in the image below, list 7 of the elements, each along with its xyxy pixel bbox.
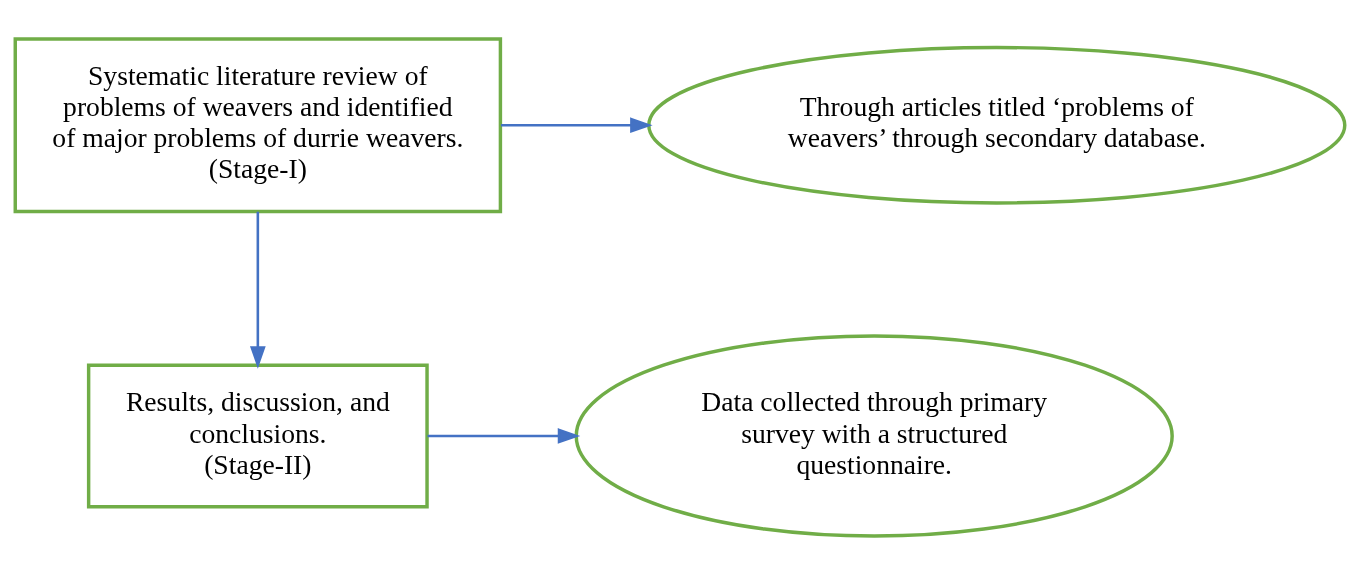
node-ellipse: Data collected through primary survey with a structured questionnaire. — [574, 334, 1174, 538]
node-box: Results, discussion, and conclusions. (Stage-II) — [86, 363, 429, 509]
arrow — [501, 117, 653, 134]
arrow — [427, 428, 581, 444]
node-ellipse: Through articles titled ‘problems of weavers’ through secondary database. — [647, 45, 1347, 205]
arrow — [249, 211, 266, 369]
node-box: Systematic literature review of problems of weavers and identified of major problems of durrie weavers. (Stage-I) — [13, 37, 503, 214]
